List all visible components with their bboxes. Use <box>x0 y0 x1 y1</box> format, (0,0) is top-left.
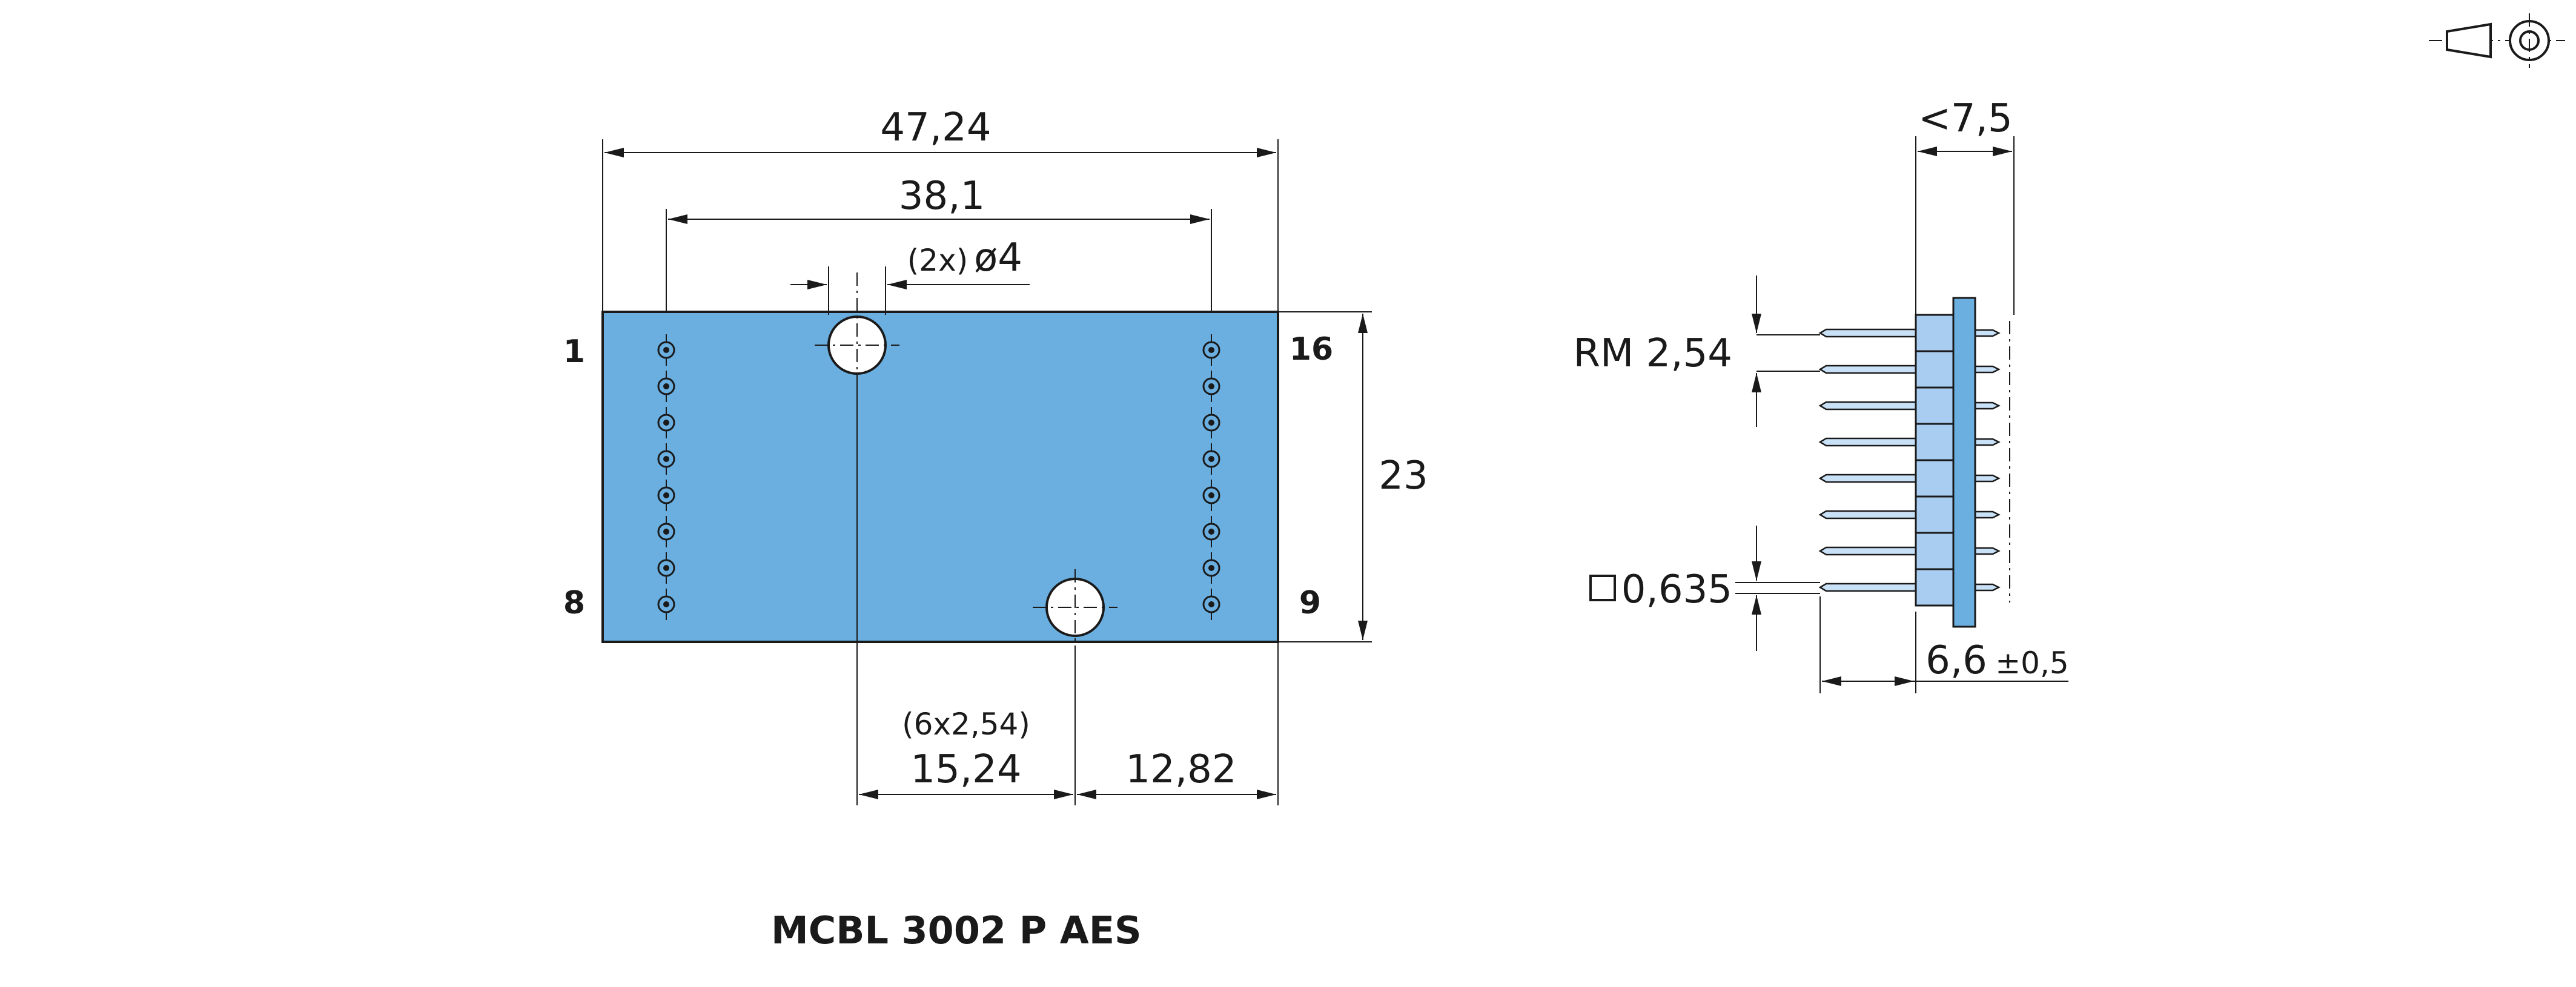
side-pin-right <box>1974 510 2001 519</box>
product-label: MCBL 3002 P AES <box>771 908 1142 952</box>
connector-block <box>1915 386 1955 425</box>
circuit-board <box>601 311 1279 643</box>
connector-block <box>1915 459 1955 498</box>
pin-pad <box>1202 516 1220 547</box>
pin-pad <box>657 516 675 547</box>
pin-pad <box>1202 552 1220 584</box>
dimension-hole-spacing: 15,24 <box>910 747 1021 792</box>
pin-pad <box>657 371 675 402</box>
pin-column-right <box>1202 334 1220 620</box>
first-angle-projection-icon <box>2429 13 2565 68</box>
pin-label-16: 16 <box>1290 331 1333 368</box>
front-view: 1 8 16 9 47,24 38,1 (2x) ø4 23 (6x2,54) <box>563 105 1428 805</box>
pin-label-9: 9 <box>1299 585 1321 621</box>
dimension-pin-length: 6,6 <box>1925 638 1987 683</box>
side-pin-left <box>1818 401 1917 411</box>
side-view: <7,5 RM 2,54 0,635 6,6 ±0,5 <box>1573 96 2069 693</box>
connector-block <box>1915 350 1955 389</box>
pin-pad <box>657 480 675 511</box>
dimension-height: 23 <box>1379 454 1428 498</box>
dimension-pin-length-tolerance: ±0,5 <box>1995 645 2068 681</box>
pin-label-8: 8 <box>563 585 585 621</box>
square-symbol-icon <box>1589 575 1616 601</box>
pin-pad <box>657 334 675 366</box>
pin-pad <box>1202 589 1220 620</box>
dimension-pitch: RM 2,54 <box>1573 331 1732 376</box>
connector-block <box>1915 423 1955 461</box>
side-pin-right <box>1974 474 2001 483</box>
pin-column-left <box>657 334 675 620</box>
side-pin-right <box>1974 438 2001 446</box>
side-pin-right <box>1974 329 2001 337</box>
dimension-hole-spacing-note: (6x2,54) <box>902 707 1030 742</box>
side-pin-right <box>1974 583 2001 592</box>
pin-pad <box>657 407 675 438</box>
side-pin-right <box>1974 547 2001 555</box>
side-pin-left <box>1818 328 1917 338</box>
pin-pad <box>1202 371 1220 402</box>
pin-pad <box>1202 443 1220 475</box>
pin-label-1: 1 <box>563 334 585 370</box>
side-pin-right <box>1974 401 2001 410</box>
side-pin-left <box>1818 365 1917 374</box>
pin-pad <box>657 552 675 584</box>
dimension-width: 47,24 <box>880 105 991 150</box>
side-pin-left <box>1818 437 1917 447</box>
dimension-pin-square: 0,635 <box>1621 567 1732 612</box>
connector-block <box>1915 568 1955 607</box>
pin-pad <box>1202 480 1220 511</box>
side-pin-right <box>1974 365 2001 374</box>
dimension-hole-count: (2x) <box>907 243 968 278</box>
pin-pad <box>1202 334 1220 366</box>
side-pin-left <box>1818 510 1917 520</box>
dimension-max-thickness: <7,5 <box>1918 96 2012 141</box>
side-pin-left <box>1818 474 1917 483</box>
connector-block <box>1915 495 1955 534</box>
pin-pad <box>657 443 675 475</box>
pin-pad <box>657 589 675 620</box>
dimension-pin-row-spacing: 38,1 <box>899 174 985 219</box>
side-pin-left <box>1818 583 1917 592</box>
dimension-right-offset: 12,82 <box>1125 747 1236 792</box>
connector-blocks <box>1915 314 1955 607</box>
side-pin-left <box>1818 546 1917 556</box>
connector-block <box>1915 314 1955 352</box>
connector-block <box>1915 532 1955 570</box>
side-pcb-plate <box>1952 297 1976 628</box>
dimension-hole-diameter: ø4 <box>974 236 1022 280</box>
pin-pad <box>1202 407 1220 438</box>
